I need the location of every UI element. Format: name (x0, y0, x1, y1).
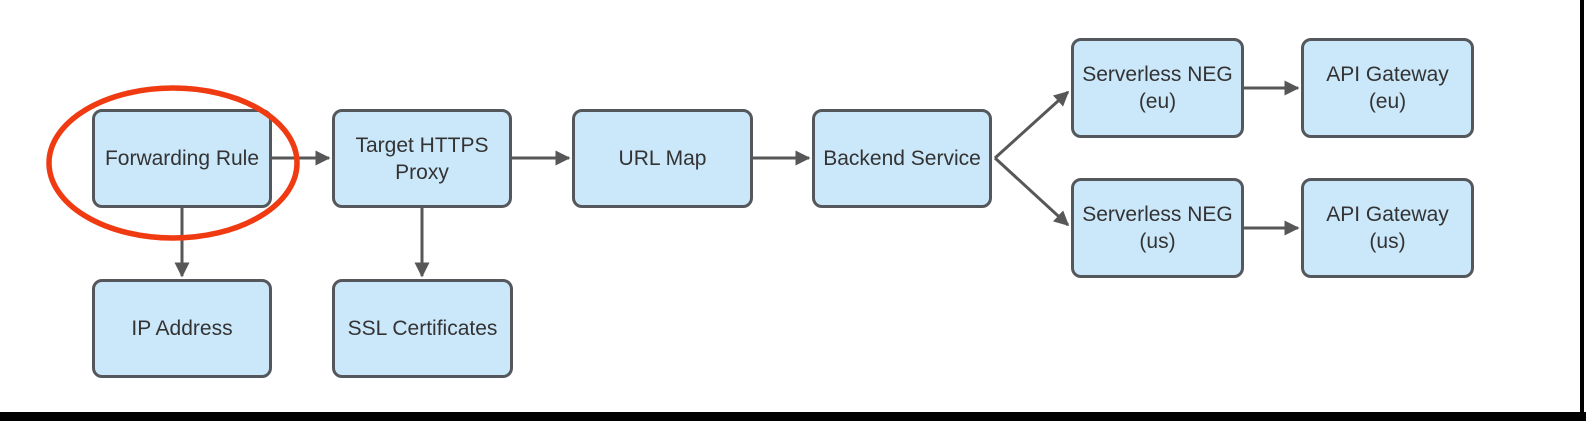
node-label: Backend Service (823, 147, 981, 170)
node-ssl-certificates: SSL Certificates (332, 279, 513, 378)
node-label: API Gateway (eu) (1326, 63, 1449, 113)
node-label: IP Address (131, 317, 233, 340)
node-label: SSL Certificates (347, 317, 498, 340)
node-label: Serverless NEG (eu) (1082, 63, 1233, 113)
node-serverless-neg-us: Serverless NEG (us) (1071, 178, 1244, 278)
window-bottom-border (0, 412, 1586, 421)
node-backend-service: Backend Service (812, 109, 992, 208)
window-right-border (1580, 0, 1584, 421)
edge-backend-service-to-serverless-neg-eu (993, 90, 1070, 160)
node-label: Forwarding Rule (104, 147, 260, 170)
node-url-map: URL Map (572, 109, 753, 208)
node-ip-address: IP Address (92, 279, 272, 378)
node-target-https-proxy: Target HTTPS Proxy (332, 109, 512, 208)
edge-backend-service-to-serverless-neg-us (993, 156, 1070, 227)
node-label: API Gateway (us) (1326, 203, 1449, 253)
node-serverless-neg-eu: Serverless NEG (eu) (1071, 38, 1244, 138)
node-api-gateway-us: API Gateway (us) (1301, 178, 1474, 278)
node-label: Target HTTPS Proxy (355, 133, 489, 184)
node-forwarding-rule: Forwarding Rule (92, 109, 272, 208)
node-api-gateway-eu: API Gateway (eu) (1301, 38, 1474, 138)
node-label: Serverless NEG (us) (1082, 203, 1233, 253)
node-label: URL Map (618, 147, 707, 170)
